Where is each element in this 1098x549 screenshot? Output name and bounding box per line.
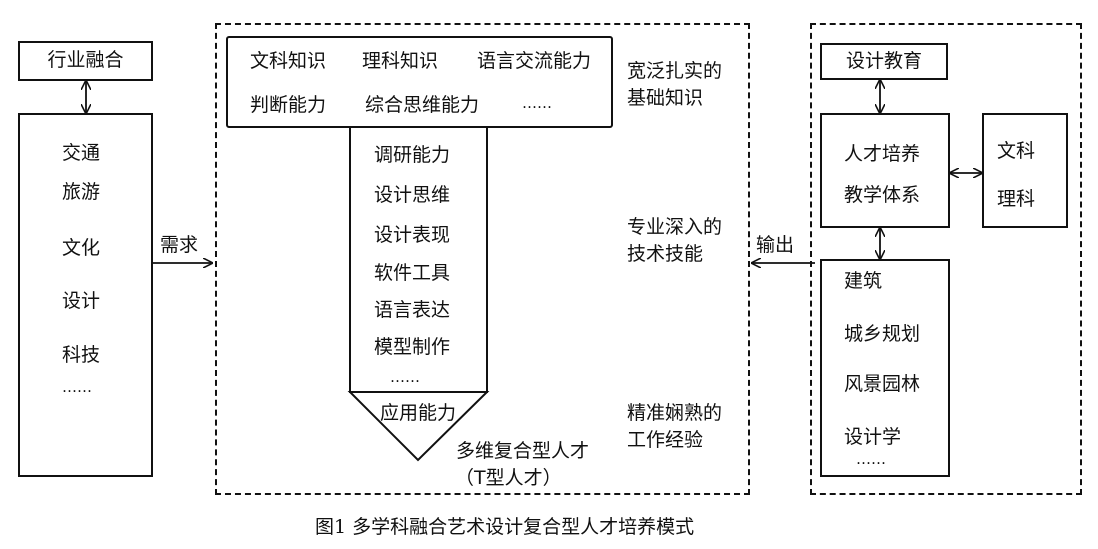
teaching-system-line: 人才培养 <box>844 143 921 165</box>
industry-item: 文化 <box>62 237 101 259</box>
foundation-item: 文科知识 <box>250 50 327 72</box>
industry-item: 交通 <box>62 142 101 164</box>
annotation-skills: 专业深入的 <box>627 216 723 238</box>
skill-item: 设计表现 <box>374 224 451 246</box>
industry-item: 科技 <box>62 344 101 366</box>
foundation-item: 判断能力 <box>250 94 327 116</box>
industry-integration-box <box>18 41 153 81</box>
annotation-foundation: 基础知识 <box>627 87 704 109</box>
discipline-item: 文科 <box>997 140 1036 162</box>
major-item: 城乡规划 <box>844 323 921 345</box>
teaching-system-box <box>820 113 950 228</box>
disciplines-box <box>982 113 1068 228</box>
teaching-system-line: 教学体系 <box>844 184 921 206</box>
industry-list-box <box>18 113 153 477</box>
demand-label: 需求 <box>160 234 199 256</box>
annotation-experience: 精准娴熟的 <box>627 402 723 424</box>
industry-item-ellipsis: …… <box>62 378 92 396</box>
industry-item: 旅游 <box>62 181 101 203</box>
talent-type-label: 多维复合型人才 <box>456 440 590 462</box>
design-education-label: 设计教育 <box>845 50 922 72</box>
foundation-item: 综合思维能力 <box>365 94 480 116</box>
annotation-foundation: 宽泛扎实的 <box>627 60 723 82</box>
foundation-item: 理科知识 <box>362 50 439 72</box>
center-dashed-group <box>215 23 750 495</box>
major-item: 建筑 <box>844 270 883 292</box>
t-tip-triangle <box>347 391 490 462</box>
skill-item-ellipsis: …… <box>390 368 420 386</box>
annotation-skills: 技术技能 <box>627 243 704 265</box>
industry-item: 设计 <box>62 290 101 312</box>
talent-type-sublabel: （T型人才） <box>455 467 562 489</box>
foundation-knowledge-bar <box>226 36 613 128</box>
major-item: 风景园林 <box>844 373 921 395</box>
application-ability-label: 应用能力 <box>380 402 457 424</box>
design-education-box <box>820 43 948 80</box>
skill-item: 软件工具 <box>374 262 451 284</box>
annotation-experience: 工作经验 <box>627 429 704 451</box>
foundation-item-ellipsis: …… <box>522 94 552 112</box>
major-item-ellipsis: …… <box>856 450 886 468</box>
major-item: 设计学 <box>844 426 902 448</box>
skill-item: 模型制作 <box>374 336 451 358</box>
right-dashed-group <box>810 23 1082 495</box>
skill-item: 设计思维 <box>374 184 451 206</box>
skill-item: 调研能力 <box>374 144 451 166</box>
industry-integration-label: 行业融合 <box>47 49 124 71</box>
foundation-item: 语言交流能力 <box>477 50 592 72</box>
majors-box <box>820 259 950 477</box>
figure-caption: 图1 多学科融合艺术设计复合型人才培养模式 <box>315 516 695 538</box>
output-label: 输出 <box>756 234 795 256</box>
skill-item: 语言表达 <box>374 299 451 321</box>
discipline-item: 理科 <box>997 188 1036 210</box>
